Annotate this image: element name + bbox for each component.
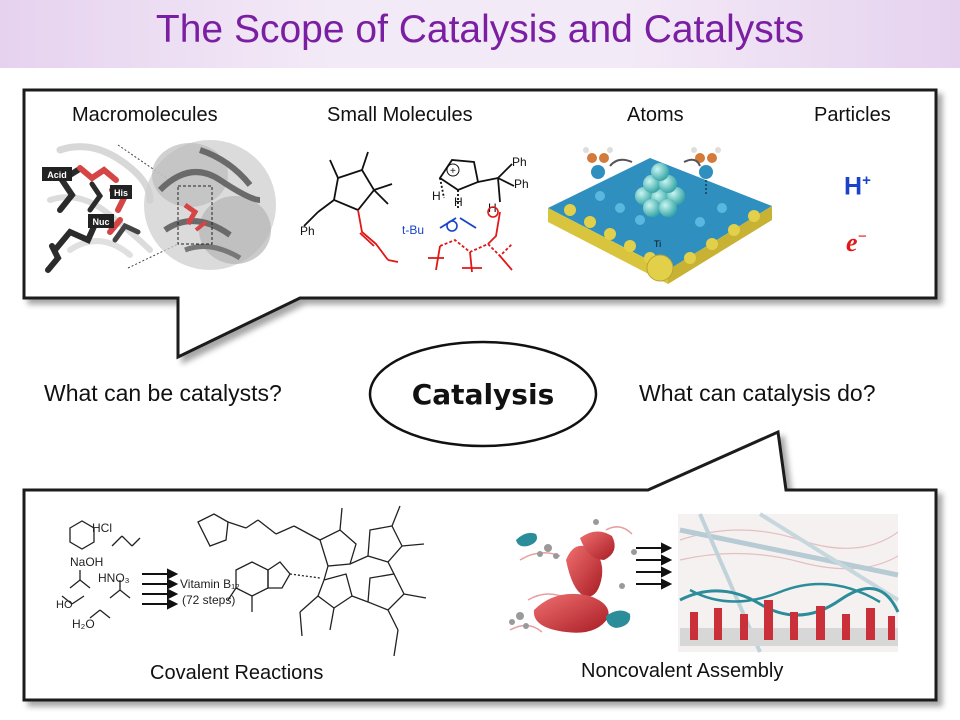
- macmillan-ph-label: Ph: [300, 224, 315, 238]
- prolinol-h2-label: H: [454, 195, 463, 209]
- reagent-naoh: NaOH: [70, 555, 103, 569]
- covalent-reaction-arrows: [142, 568, 179, 610]
- prolinol-h3-label: H: [488, 201, 497, 215]
- electron-label: e−: [846, 228, 867, 258]
- acid-label: Acid: [47, 170, 67, 180]
- zoom-line-bottom: [127, 243, 179, 269]
- diarylprolinol-catalyst-structure: [428, 159, 515, 273]
- reagent-hcl: HCl: [92, 521, 112, 535]
- proton-charge: +: [862, 172, 871, 189]
- n-plus-sign: +: [450, 166, 456, 177]
- prolinol-ph1-label: Ph: [512, 155, 527, 169]
- proton-label: H+: [844, 172, 871, 201]
- nuc-label: Nuc: [92, 217, 109, 227]
- vitamin-b12-label: Vitamin B₁₂: [180, 577, 240, 591]
- molecular-building-blocks-image: [509, 519, 637, 633]
- n-plus-circle: [446, 163, 460, 177]
- page-title: The Scope of Catalysis and Catalysts: [155, 8, 805, 51]
- label-noncovalent-assembly: Noncovalent Assembly: [581, 660, 784, 682]
- catalytic-surface-image: Ti: [548, 147, 772, 284]
- enzyme-structure-image: Acid His Nuc: [42, 140, 276, 273]
- proton-symbol: H: [844, 172, 863, 201]
- teal-cluster: [635, 163, 685, 217]
- title-banner: [0, 0, 960, 68]
- acid-label-box: [42, 167, 72, 181]
- surface-arrow-right: [683, 158, 701, 167]
- adsorbate-right: [691, 147, 721, 196]
- reagent-ho: HO: [56, 599, 73, 611]
- macmillan-catalyst-structure: [303, 151, 399, 263]
- nuc-label-box: [88, 214, 114, 228]
- starting-materials-structures: [61, 520, 141, 619]
- question-catalysis: What can catalysis do?: [639, 380, 876, 406]
- enzyme-protein-surface: [144, 140, 276, 270]
- oxygen-red-atom: [487, 206, 499, 218]
- category-small-molecules: Small Molecules: [327, 104, 473, 126]
- prolinol-ph2-label: Ph: [514, 177, 529, 191]
- catalysis-ellipse: [368, 340, 598, 448]
- surface-arrow-left: [609, 158, 633, 167]
- his-label-box: [110, 185, 132, 199]
- vitamin-steps-label: (72 steps): [182, 593, 235, 607]
- prolinol-h1-label: H: [432, 189, 441, 203]
- tbu-label: t-Bu: [402, 223, 424, 237]
- adsorbate-left: [583, 147, 613, 179]
- noncovalent-assembly-image: [678, 512, 900, 653]
- label-covalent-reactions: Covalent Reactions: [150, 662, 324, 684]
- electron-symbol: e: [846, 228, 858, 257]
- assembly-arrows: [636, 542, 673, 590]
- category-macromolecules: Macromolecules: [72, 104, 218, 126]
- question-catalysts: What can be catalysts?: [44, 380, 282, 406]
- reagent-hno3: HNO₃: [98, 571, 130, 585]
- reagent-h2o: H₂O: [72, 617, 95, 631]
- category-atoms: Atoms: [627, 104, 684, 126]
- ti-label: Ti: [654, 239, 661, 249]
- category-particles: Particles: [814, 104, 891, 126]
- electron-charge: −: [857, 228, 868, 246]
- oxygen-blue-atom: [446, 220, 458, 232]
- his-label: His: [114, 188, 128, 198]
- catalysis-center-label: Catalysis: [411, 378, 555, 411]
- vitamin-b12-structure: [197, 505, 427, 657]
